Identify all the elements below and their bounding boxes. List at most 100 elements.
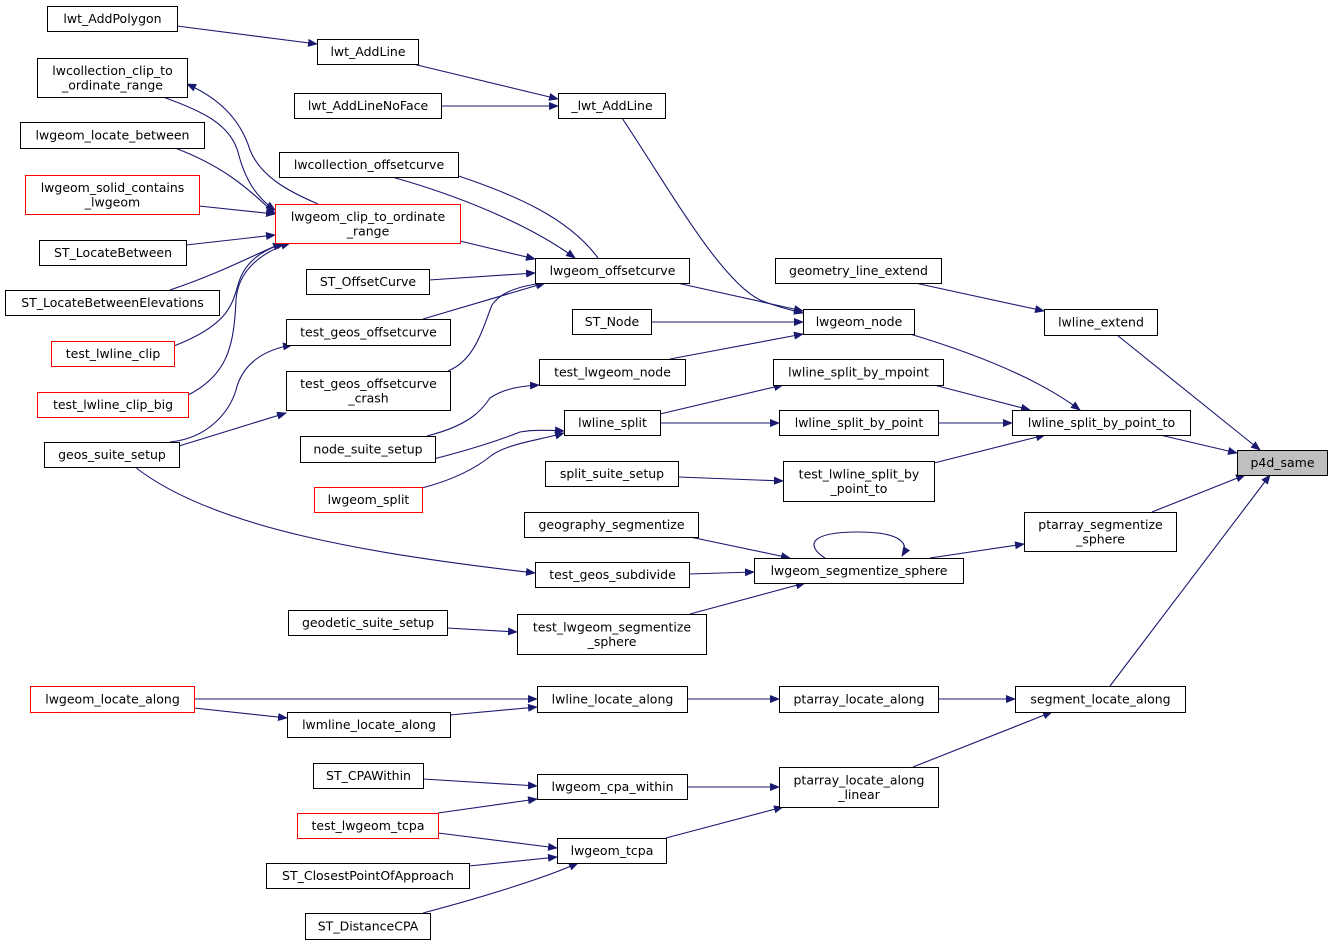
node-lwgeom-locate-along[interactable]: lwgeom_locate_along <box>30 686 195 713</box>
node-test-geos-subdivide[interactable]: test_geos_subdivide <box>535 562 690 588</box>
edge-node-suite-setup-to-lwline-split <box>421 426 565 463</box>
node-box <box>1044 309 1158 336</box>
node-box <box>754 558 964 584</box>
node-box <box>297 813 439 839</box>
edge-arrow-line <box>914 282 1045 313</box>
node-st-offsetcurve[interactable]: ST_OffsetCurve <box>306 269 430 295</box>
node-p4d-same[interactable]: p4d_same <box>1237 450 1328 476</box>
node-label: lwline_locate_along <box>552 692 674 707</box>
edge-ptarray-segmentize-sphere-to-p4d-same <box>1151 474 1246 513</box>
node-st-cpawithin[interactable]: ST_CPAWithin <box>313 763 424 789</box>
node-label: lwgeom_offsetcurve <box>550 263 676 278</box>
node-lwgeom-offsetcurve[interactable]: lwgeom_offsetcurve <box>535 258 690 284</box>
node-lwgeom-locate-between[interactable]: lwgeom_locate_between <box>20 122 205 149</box>
edge-geometry-line-extend-to-lwline-extend <box>914 282 1045 313</box>
edge-arrow-line <box>162 96 276 211</box>
node-lwgeom-node[interactable]: lwgeom_node <box>803 309 915 335</box>
node-lwmline-locate-along[interactable]: lwmline_locate_along <box>287 712 451 738</box>
node-ptarray-locate-along-linear[interactable]: ptarray_locate_along_linear <box>779 767 939 808</box>
node-geos-suite-setup[interactable]: geos_suite_setup <box>44 442 180 468</box>
node-lwcollection-offsetcurve[interactable]: lwcollection_offsetcurve <box>279 152 459 178</box>
node-lwgeom-solid-contains-lwgeom[interactable]: lwgeom_solid_contains_lwgeom <box>25 175 200 215</box>
node-st-distancecpa[interactable]: ST_DistanceCPA <box>305 913 431 940</box>
node-ptarray-locate-along[interactable]: ptarray_locate_along <box>779 686 939 713</box>
edge-arrow-line <box>929 541 1025 559</box>
edge-arrow-line <box>185 232 276 246</box>
node-label: geometry_line_extend <box>789 263 928 278</box>
node-lwgeom-cpa-within[interactable]: lwgeom_cpa_within <box>537 774 688 800</box>
node-lwt-addlinenoface[interactable]: lwt_AddLineNoFace <box>294 93 442 119</box>
edge-lwgeom-offsetcurve-to-lwgeom-node <box>676 282 804 313</box>
node-lwgeom-split[interactable]: lwgeom_split <box>314 487 423 513</box>
node-box <box>313 763 424 789</box>
node-test-lwline-split-by-point-to[interactable]: test_lwline_split_by_point_to <box>783 461 935 502</box>
node-box <box>266 863 470 889</box>
edge-arrow-line <box>676 282 804 313</box>
node-lwline-split-by-mpoint[interactable]: lwline_split_by_mpoint <box>773 359 944 386</box>
node-lwgeom-clip-to-ordinate-range[interactable]: lwgeom_clip_to_ordinate_range <box>275 204 461 244</box>
node-box <box>537 686 688 713</box>
node-label: lwcollection_clip_to <box>52 63 172 78</box>
node-lwline-split-by-point-to[interactable]: lwline_split_by_point_to <box>1012 410 1191 436</box>
node-geography-segmentize[interactable]: geography_segmentize <box>524 512 699 538</box>
node-box <box>535 562 690 588</box>
node-geometry-line-extend[interactable]: geometry_line_extend <box>775 258 942 284</box>
node-lwline-split[interactable]: lwline_split <box>564 410 661 436</box>
node-lwt-addpolygon[interactable]: lwt_AddPolygon <box>47 6 178 32</box>
node-test-geos-offsetcurve[interactable]: test_geos_offsetcurve <box>286 319 451 346</box>
node-st-node[interactable]: ST_Node <box>572 309 652 335</box>
edge-arrow-line <box>439 168 599 259</box>
node-test-lwline-clip-big[interactable]: test_lwline_clip_big <box>37 392 189 418</box>
edge-arrow-line <box>933 384 1031 412</box>
node-lwt-addline[interactable]: _lwt_AddLine <box>558 93 666 119</box>
node-test-lwgeom-segmentize-sphere[interactable]: test_lwgeom_segmentize_sphere <box>517 614 707 655</box>
node-segment-locate-along[interactable]: segment_locate_along <box>1015 686 1186 713</box>
node-node-suite-setup[interactable]: node_suite_setup <box>300 436 436 463</box>
node-ptarray-segmentize-sphere[interactable]: ptarray_segmentize_sphere <box>1024 512 1177 552</box>
node-box <box>1015 686 1186 713</box>
node-test-lwgeom-node[interactable]: test_lwgeom_node <box>539 359 686 386</box>
edge-lwgeom-segmentize-sphere-to-lwgeom-segmentize-sphere <box>813 531 911 559</box>
node-box <box>779 410 939 436</box>
edge-arrow-line <box>449 703 538 716</box>
node-box <box>783 461 935 502</box>
edge-lwcollection-offsetcurve-to-lwgeom-offsetcurve <box>391 176 576 259</box>
edge-st-cpawithin-to-lwgeom-cpa-within <box>422 778 538 790</box>
node-lwgeom-tcpa[interactable]: lwgeom_tcpa <box>557 838 667 864</box>
edge-geography-segmentize-to-lwgeom-segmentize-sphere <box>689 536 791 561</box>
node-box <box>557 838 667 864</box>
node-split-suite-setup[interactable]: split_suite_setup <box>545 461 679 487</box>
node-lwcollection-clip-to-ordinate-range[interactable]: lwcollection_clip_to_ordinate_range <box>37 58 188 98</box>
edge-arrow-line <box>621 117 804 315</box>
edge-arrow-line <box>669 331 804 360</box>
node-test-lwline-clip[interactable]: test_lwline_clip <box>51 341 175 367</box>
node-box <box>37 58 188 98</box>
node-label: node_suite_setup <box>313 442 422 457</box>
node-st-locatebetween[interactable]: ST_LocateBetween <box>39 240 187 266</box>
node-test-lwgeom-tcpa[interactable]: test_lwgeom_tcpa <box>297 813 439 839</box>
node-label: lwgeom_locate_along <box>45 692 180 707</box>
edge-split-suite-setup-to-test-lwline-split-by-point-to <box>677 476 784 485</box>
node-lwline-split-by-point[interactable]: lwline_split_by_point <box>779 410 939 436</box>
edge-arrow-line <box>446 627 518 636</box>
node-lwline-locate-along[interactable]: lwline_locate_along <box>537 686 688 713</box>
node-label: lwgeom_cpa_within <box>551 779 673 794</box>
node-lwt-addline[interactable]: lwt_AddLine <box>317 39 419 65</box>
node-lwline-extend[interactable]: lwline_extend <box>1044 309 1158 336</box>
node-lwgeom-segmentize-sphere[interactable]: lwgeom_segmentize_sphere <box>754 558 964 584</box>
edge-arrow-line <box>659 383 784 415</box>
node-geodetic-suite-setup[interactable]: geodetic_suite_setup <box>288 610 448 636</box>
node-st-locatebetweenelevations[interactable]: ST_LocateBetweenElevations <box>5 290 220 316</box>
node-st-closestpointofapproach[interactable]: ST_ClosestPointOfApproach <box>266 863 470 889</box>
node-box <box>306 269 430 295</box>
edge-arrow-line <box>909 333 1081 411</box>
edge-geos-suite-setup-to-test-geos-subdivide <box>134 466 536 576</box>
edge-arrow-line <box>665 805 784 839</box>
edge-arrow-line <box>391 176 576 259</box>
node-label: lwt_AddLine <box>330 44 405 59</box>
node-box <box>775 258 942 284</box>
node-box <box>287 712 451 738</box>
node-test-geos-offsetcurve-crash[interactable]: test_geos_offsetcurve_crash <box>286 371 451 411</box>
edge-lwt-addpolygon-to-lwt-addline <box>176 25 318 47</box>
node-label: lwgeom_clip_to_ordinate <box>291 209 446 224</box>
